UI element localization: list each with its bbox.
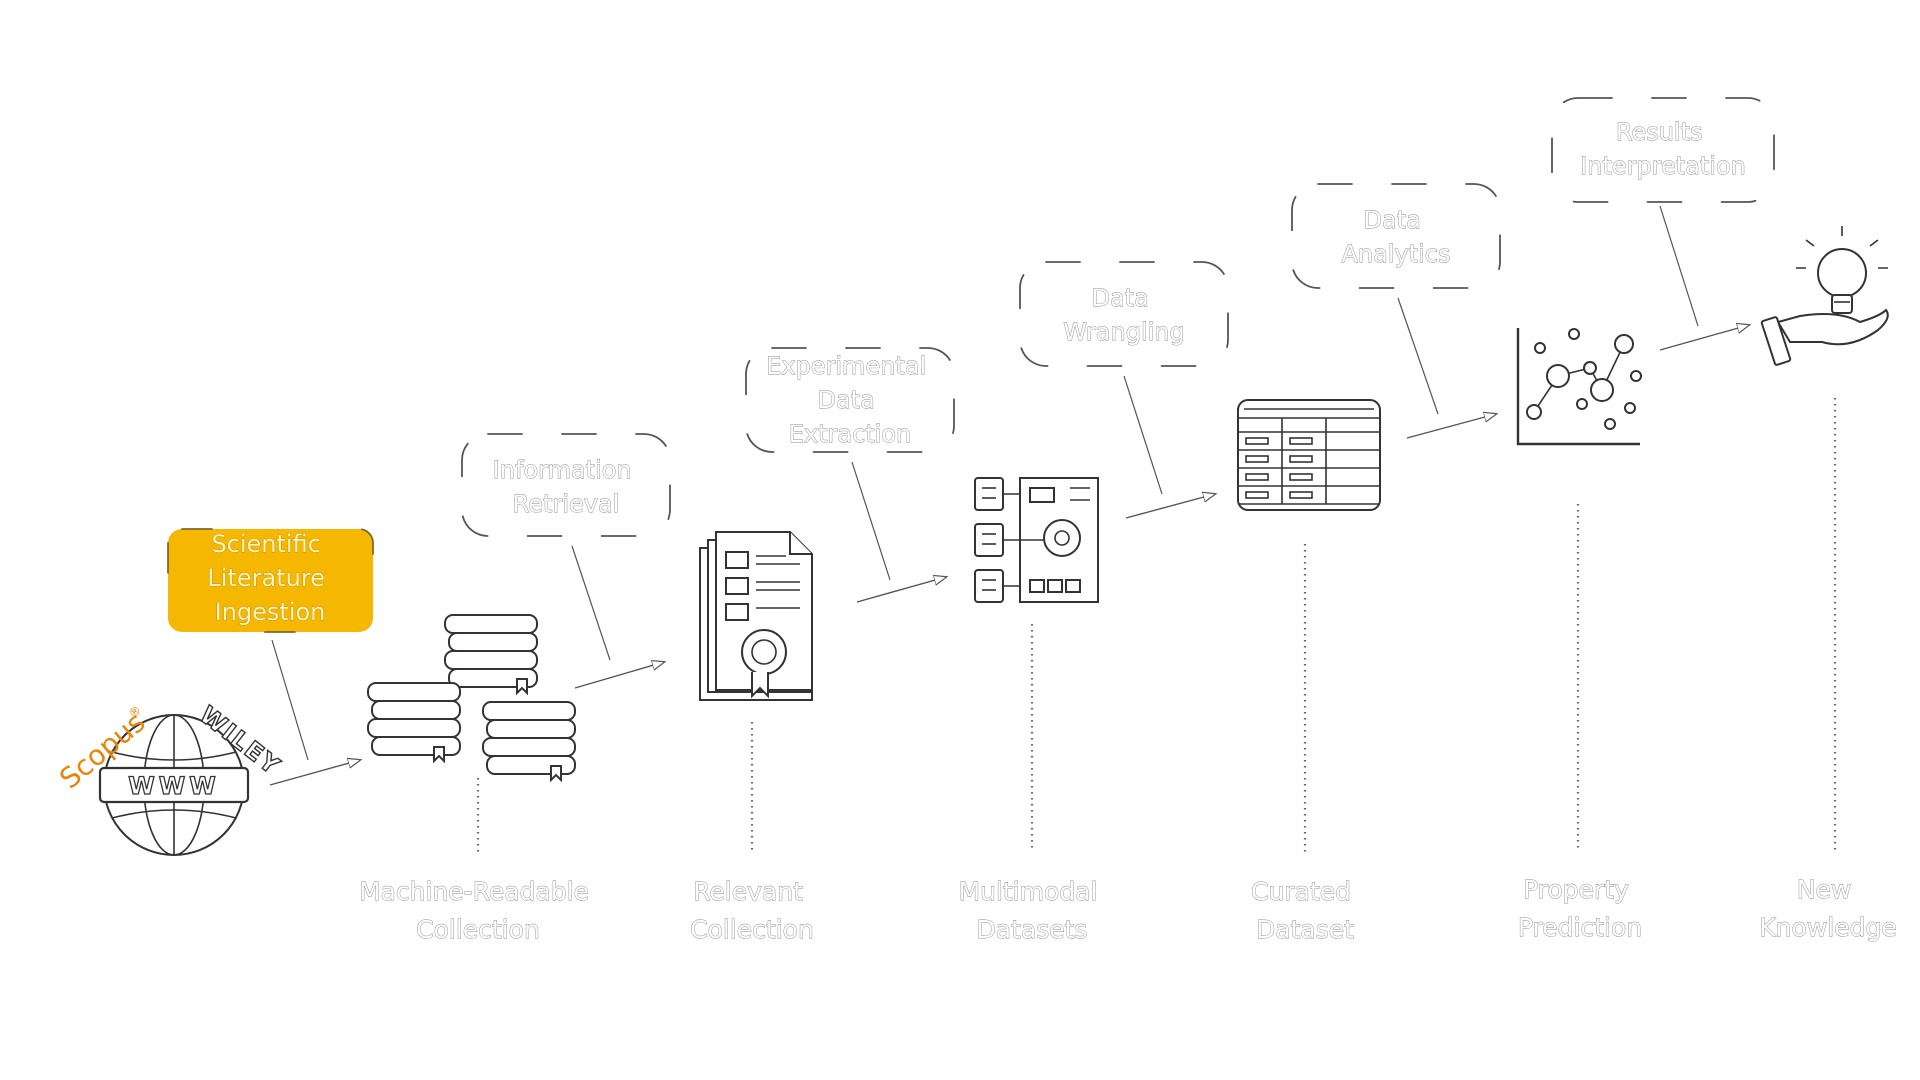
data-table-icon: [1237, 399, 1381, 511]
flow-arrow: [1406, 414, 1496, 439]
highlight-line: Scientific: [211, 530, 320, 558]
svg-text:Scientific Literature: Scientific Literature Ingestion: [207, 530, 332, 626]
flow-arrow: [1125, 494, 1215, 519]
bubble-data-wrangling: Data Wrangling: [1019, 261, 1229, 367]
bubble-line: Data: [1364, 206, 1421, 234]
flow-arrow: [856, 577, 946, 603]
bubble-line: Experimental: [766, 352, 926, 380]
highlight-line: Literature: [207, 564, 325, 592]
flow-arrow: [1659, 325, 1749, 351]
bubble-connector: [1397, 297, 1439, 415]
globe-www-icon: WWW: [98, 714, 250, 856]
svg-text:Data Wrangling: Data Wrangling: [1063, 284, 1184, 346]
www-label: WWW: [128, 772, 219, 800]
highlight-box: Scientific Literature Ingestion: [167, 528, 374, 633]
bubble-information-retrieval: Information Retrieval: [461, 433, 671, 537]
flow-arrow: [574, 662, 664, 689]
bubble-results-interpretation: Results Interpretation: [1551, 97, 1775, 203]
bubble-connector: [1123, 375, 1163, 495]
bubble-line: Data: [1092, 284, 1149, 312]
stage-label-property-prediction: Property Prediction: [1518, 875, 1642, 942]
flow-arrow: [269, 760, 360, 786]
highlight-connector: [271, 639, 309, 761]
bubble-connector: [851, 461, 891, 581]
stage-label-relevant-collection: Relevant Collection: [690, 877, 814, 944]
svg-text:Data Analytics: Data Analytics: [1342, 206, 1451, 268]
stage-label-machine-readable-collection: Machine-Readable Collection: [359, 877, 597, 944]
highlight-line: Ingestion: [215, 598, 326, 626]
stage-label-multimodal-datasets: Multimodal Datasets: [959, 877, 1106, 944]
stage-label-curated-dataset: Curated Dataset: [1251, 877, 1359, 944]
bubble-data-analytics: Data Analytics: [1291, 183, 1501, 289]
certificate-document-icon: [699, 531, 813, 701]
svg-text:Information Retrieval: Information Retrieval: [493, 456, 640, 518]
bubble-line: Analytics: [1342, 240, 1451, 268]
bubble-line: Interpretation: [1580, 152, 1746, 180]
svg-text:Experimental Data: Experimental Data Extraction: [766, 352, 934, 448]
bubble-connector: [571, 545, 611, 661]
bubble-experimental-data-extraction: Experimental Data Extraction: [745, 347, 955, 453]
lightbulb-hand-icon: [1760, 226, 1889, 366]
bubble-line: Extraction: [789, 420, 912, 448]
stage-label-new-knowledge: New Knowledge: [1759, 875, 1896, 942]
books-icon: [367, 614, 576, 783]
bubble-line: Information: [493, 456, 632, 484]
bubble-connector: [1659, 205, 1699, 327]
bubble-line: Wrangling: [1063, 318, 1184, 346]
circuit-board-gear-icon: [974, 477, 1099, 603]
bubble-line: Results: [1616, 118, 1703, 146]
scatter-graph-icon: [1516, 328, 1642, 446]
bubble-line: Retrieval: [513, 490, 620, 518]
bubble-line: Data: [818, 386, 875, 414]
svg-text:Results Interpretation: Results Interpretation: [1580, 118, 1746, 180]
